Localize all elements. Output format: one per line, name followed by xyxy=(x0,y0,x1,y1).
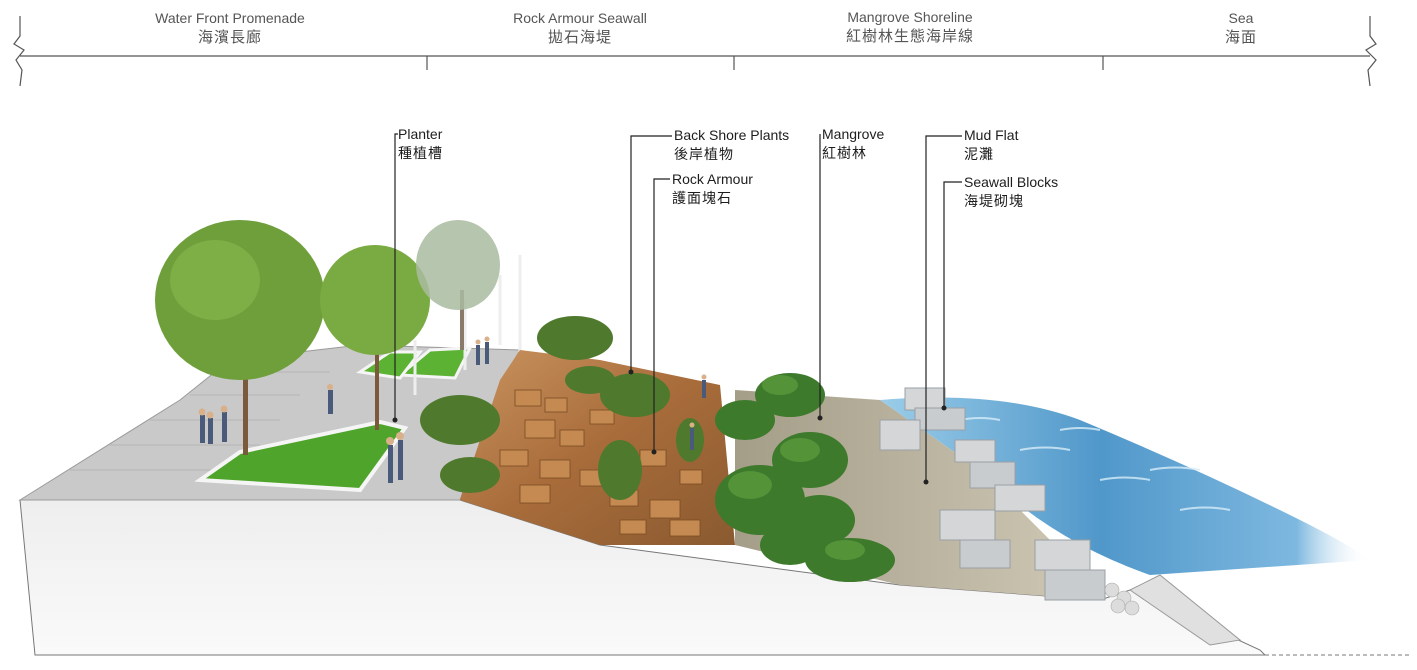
callout-label-zh: 後岸植物 xyxy=(674,146,734,162)
seawall-blocks xyxy=(879,387,1106,601)
zone-label-sea: Sea 海面 xyxy=(1225,8,1257,48)
callout-label-zh: 泥灘 xyxy=(964,146,994,162)
callout-mangrove: Mangrove 紅樹林 xyxy=(822,125,884,163)
callout-label-zh: 護面塊石 xyxy=(672,190,732,206)
zone-label-zh: 紅樹林生態海岸線 xyxy=(845,28,975,45)
planter-lawn-front xyxy=(194,419,409,493)
zone-label-en: Sea xyxy=(1228,10,1254,26)
callout-label-en: Rock Armour xyxy=(672,171,753,187)
callout-label-en: Mud Flat xyxy=(964,127,1019,143)
callout-label-en: Planter xyxy=(398,126,443,142)
sea-surface xyxy=(880,397,1370,575)
seawall-mesh xyxy=(1129,574,1242,646)
callout-mud-flat: Mud Flat 泥灘 xyxy=(964,126,1018,164)
callout-label-zh: 種植槽 xyxy=(398,145,443,161)
zone-label-en: Mangrove Shoreline xyxy=(847,9,973,25)
callout-label-en: Seawall Blocks xyxy=(964,174,1059,190)
callout-seawall-blocks: Seawall Blocks 海堤砌塊 xyxy=(964,173,1058,211)
planter-lawn-back xyxy=(396,346,473,380)
zone-label-zh: 海面 xyxy=(1224,29,1258,46)
zone-label-en: Water Front Promenade xyxy=(155,10,305,26)
callout-label-zh: 海堤砌塊 xyxy=(964,193,1024,209)
rock-blocks xyxy=(499,389,703,537)
sea-ripples xyxy=(959,417,1231,511)
zone-label-zh: 海濱長廊 xyxy=(197,29,262,46)
back-shore-plants xyxy=(420,316,704,500)
zone-label-en: Rock Armour Seawall xyxy=(513,10,647,26)
zone-label-mangrove: Mangrove Shoreline 紅樹林生態海岸線 xyxy=(846,7,974,47)
zone-label-seawall: Rock Armour Seawall 拋石海堤 xyxy=(513,8,647,48)
zone-label-promenade: Water Front Promenade 海濱長廊 xyxy=(155,8,305,48)
people xyxy=(200,342,706,483)
callout-planter: Planter 種植槽 xyxy=(398,125,443,163)
section-dimension-line xyxy=(13,16,1377,87)
callout-rock-armour: Rock Armour 護面塊石 xyxy=(672,170,753,208)
promenade-trees xyxy=(155,220,500,455)
toe-boulders xyxy=(1104,582,1140,616)
callout-label-en: Mangrove xyxy=(822,126,885,142)
callout-label-zh: 紅樹林 xyxy=(822,145,867,161)
callout-leader-lines xyxy=(394,133,962,482)
zone-label-zh: 拋石海堤 xyxy=(547,29,613,46)
callout-back-shore-plants: Back Shore Plants 後岸植物 xyxy=(674,126,789,164)
callout-label-en: Back Shore Plants xyxy=(674,127,790,143)
lamp-posts xyxy=(413,255,522,395)
